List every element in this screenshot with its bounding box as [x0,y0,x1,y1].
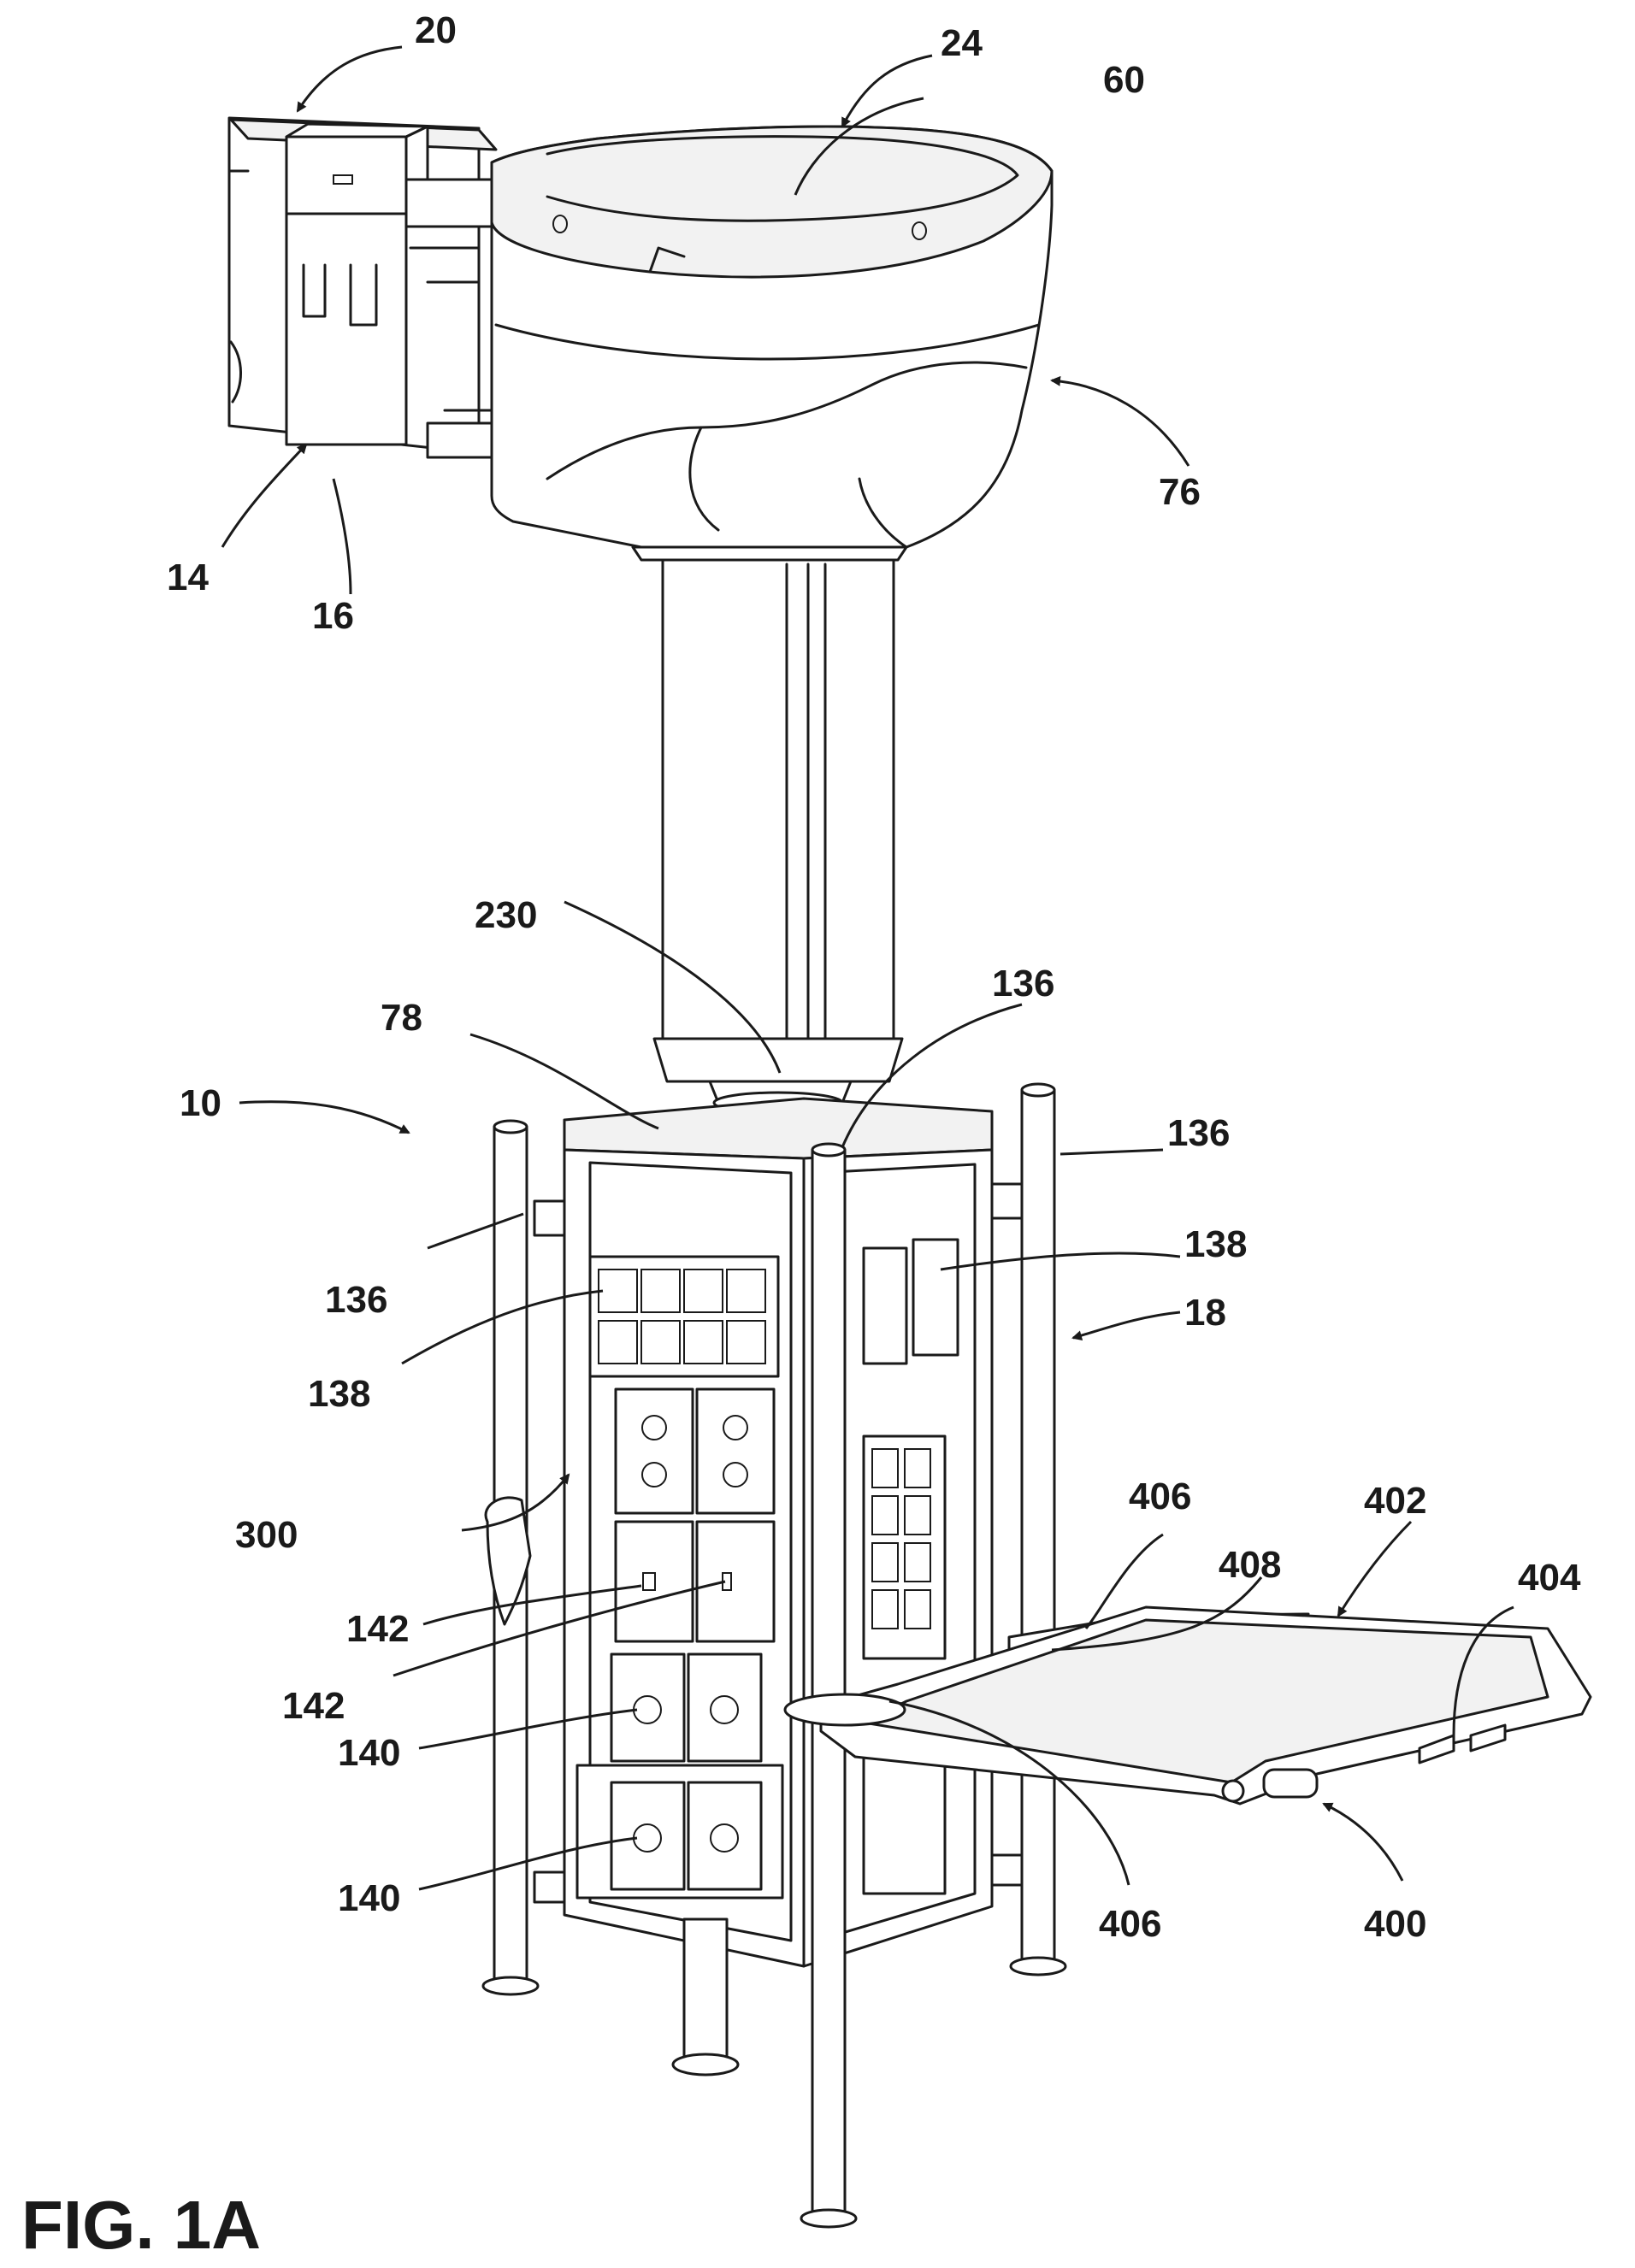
label-402: 402 [1364,1480,1426,1522]
label-406-bottom: 406 [1099,1903,1161,1945]
label-406-top: 406 [1129,1476,1191,1517]
mast-column [654,560,902,1113]
label-300: 300 [235,1514,298,1556]
label-136-right: 136 [1167,1112,1230,1154]
label-14: 14 [167,557,209,598]
ceiling-arm [229,118,500,457]
label-404: 404 [1518,1557,1581,1599]
label-76: 76 [1159,471,1201,513]
figure-caption: FIG. 1A [21,2187,261,2263]
label-230: 230 [475,894,537,936]
label-400: 400 [1364,1903,1426,1945]
label-10: 10 [180,1082,221,1124]
label-60: 60 [1103,59,1145,101]
label-136-top: 136 [992,963,1054,1004]
front-outlet-panel-8 [590,1257,778,1376]
label-140-b: 140 [338,1877,400,1919]
label-136-left: 136 [325,1279,387,1321]
label-78: 78 [381,997,422,1039]
label-142-a: 142 [346,1608,409,1650]
label-20: 20 [415,9,457,51]
label-142-b: 142 [282,1685,345,1727]
pendant-head [492,127,1052,560]
label-16: 16 [312,595,354,637]
label-140-a: 140 [338,1732,400,1774]
label-138-left: 138 [308,1373,370,1415]
label-408: 408 [1219,1544,1281,1586]
label-24: 24 [941,22,983,64]
label-138-right: 138 [1184,1223,1247,1265]
label-18: 18 [1184,1292,1226,1334]
